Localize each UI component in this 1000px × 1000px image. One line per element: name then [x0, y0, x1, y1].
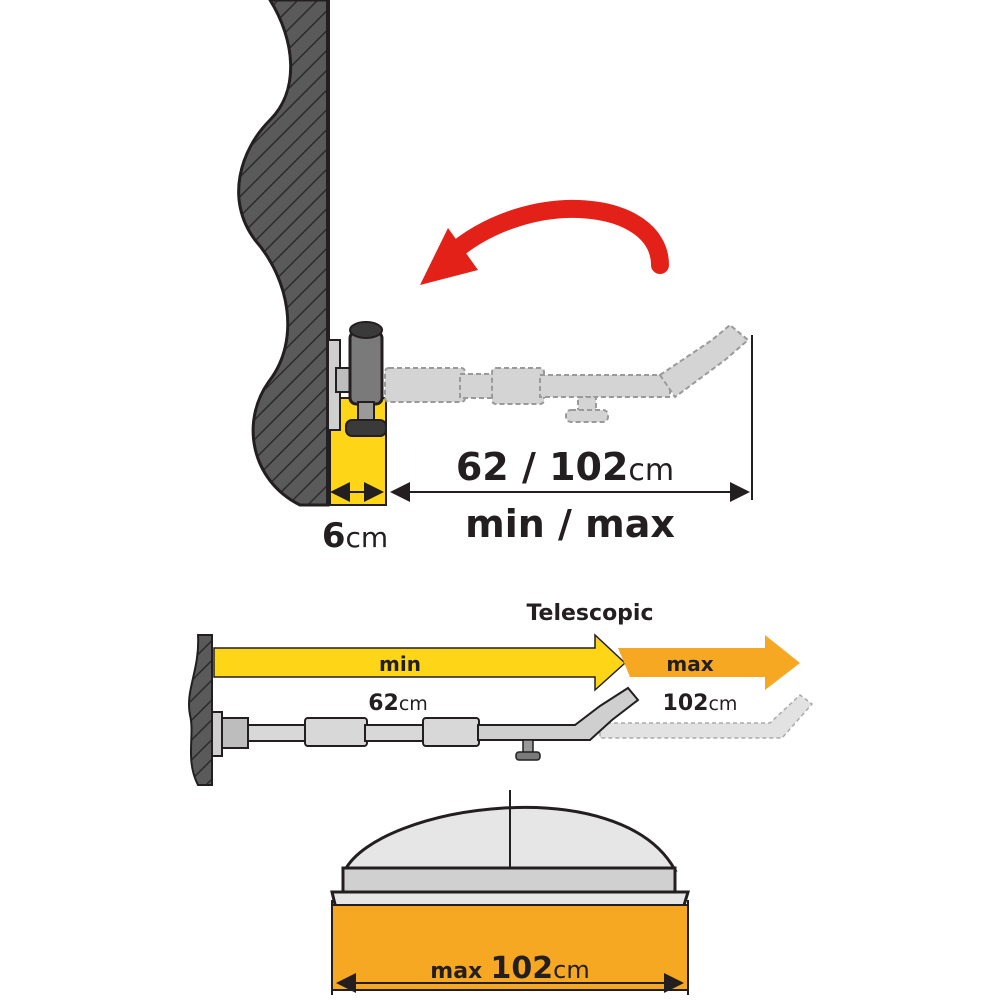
- wall-section-small: [188, 634, 213, 786]
- min-label: min: [379, 652, 421, 676]
- telescopic-arm: [211, 686, 640, 761]
- wall-mount: [327, 321, 387, 437]
- wall-section: [237, 0, 330, 507]
- top-diagram: 62 / 102cm min / max 6cm: [237, 0, 753, 556]
- min-arrow: [213, 633, 627, 692]
- ghost-arm-extension: [599, 694, 814, 739]
- extension-label: 62 / 102cm: [456, 445, 674, 489]
- max-label: max: [666, 652, 713, 676]
- extension-caption: min / max: [465, 502, 675, 546]
- middle-diagram: Telescopic min max 62cm 102cm: [188, 601, 814, 786]
- min-value-label: 62cm: [368, 691, 428, 716]
- rotate-arrow: [420, 199, 669, 285]
- offset-label: 6cm: [322, 516, 388, 556]
- bottom-diagram: max 102cm: [330, 790, 691, 995]
- width-label: max 102cm: [430, 951, 589, 986]
- telescopic-label: Telescopic: [526, 601, 653, 626]
- max-arrow: [618, 635, 800, 690]
- ghost-arm: [384, 323, 750, 423]
- max-value-label: 102cm: [663, 691, 738, 716]
